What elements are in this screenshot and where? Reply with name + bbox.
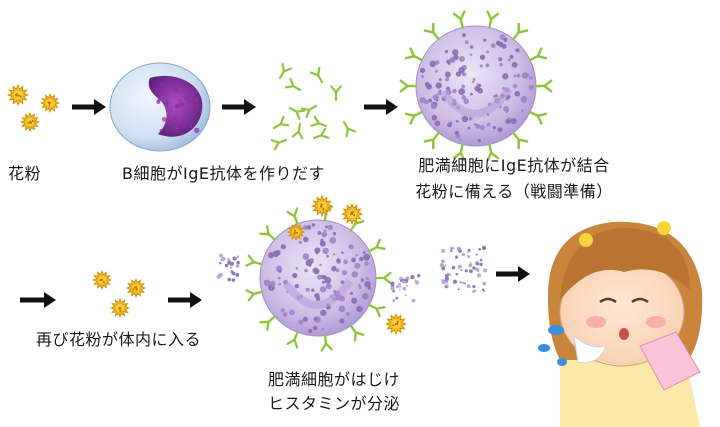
pollen-grain-icon [310,194,334,218]
ige-antibody-icon [512,131,529,150]
ige-antibody-icon [528,47,548,62]
arrow-right-icon [496,266,530,282]
ige-antibody-icon [259,225,276,241]
pollen-grain-icon [125,277,147,299]
ige-antibody-icon [368,238,386,253]
arrow-right-icon [20,292,56,308]
ige-antibody-icon [288,106,306,121]
ige-antibody-icon [423,22,440,41]
ige-antibody-icon [368,303,386,318]
ige-antibody-icon [245,254,263,267]
mast-cell-icon [259,219,377,337]
ige-antibody-icon [286,207,299,225]
ige-antibody-icon [272,115,290,130]
ige-antibody-icon [310,115,328,128]
ige-antibody-icon [486,10,500,29]
pollen-grain-icon [384,312,408,336]
histamine-particle-icon [216,253,240,282]
ige-antibody-icon [404,47,424,62]
pollen-grain-icon [91,269,113,291]
ige-antibody-icon [452,10,466,29]
ige-antibody-icon [452,143,466,162]
ige-antibody-icon [270,138,288,151]
label-degranulation-2: ヒスタミンが分泌 [267,394,400,413]
ige-antibody-icon [284,77,302,92]
pollen-grain-icon [109,297,131,319]
pollen-grain-icon [19,111,41,133]
arrow-right-icon [72,99,106,115]
arrow-right-icon [168,292,202,308]
arrow-right-icon [364,99,398,115]
ige-antibody-icon [300,104,318,119]
ige-antibody-icon [286,331,299,349]
ige-antibody-icon [309,66,324,84]
label-pollen: 花粉 [8,164,42,183]
ige-antibody-icon [528,110,548,125]
histamine-particle-icon [439,245,488,293]
pollen-grain-icon [6,83,30,107]
sneezing-girl-icon [538,221,703,427]
ige-antibody-icon [342,120,357,138]
label-mast-bind-1: 肥満細胞にIgE抗体が結合 [418,156,610,175]
label-degranulation-1: 肥満細胞がはじけ [267,370,400,389]
ige-antibody-icon [399,79,418,93]
b-cell-icon [109,62,211,152]
ige-antibody-icon [291,122,304,140]
ige-antibody-icon [486,143,500,162]
ige-antibody-icon [312,127,330,140]
label-mast-bind-2: 花粉に備える（戦闘準備） [415,182,613,201]
ige-antibody-icon [259,315,276,331]
pollen-grain-icon [340,202,364,226]
ige-antibody-icon [534,79,553,93]
ige-antibody-icon [512,22,529,41]
ige-antibody-icon [245,289,263,302]
pollen-grain-icon [39,92,61,114]
label-b-cell: B細胞がIgE抗体を作りだす [122,164,325,183]
ige-antibody-icon [349,324,365,342]
histamine-particle-icon [390,273,421,303]
ige-antibody-icon [374,271,392,285]
ige-antibody-icon [423,131,440,150]
arrow-right-icon [222,99,256,115]
ige-antibody-icon [404,110,424,125]
mast-cell-icon [415,25,537,147]
ige-antibody-icon [320,334,333,352]
ige-antibody-icon [330,85,342,102]
label-reentry: 再び花粉が体内に入る [36,330,202,349]
pollen-grain-icon [286,222,306,242]
ige-antibody-icon [278,62,293,80]
